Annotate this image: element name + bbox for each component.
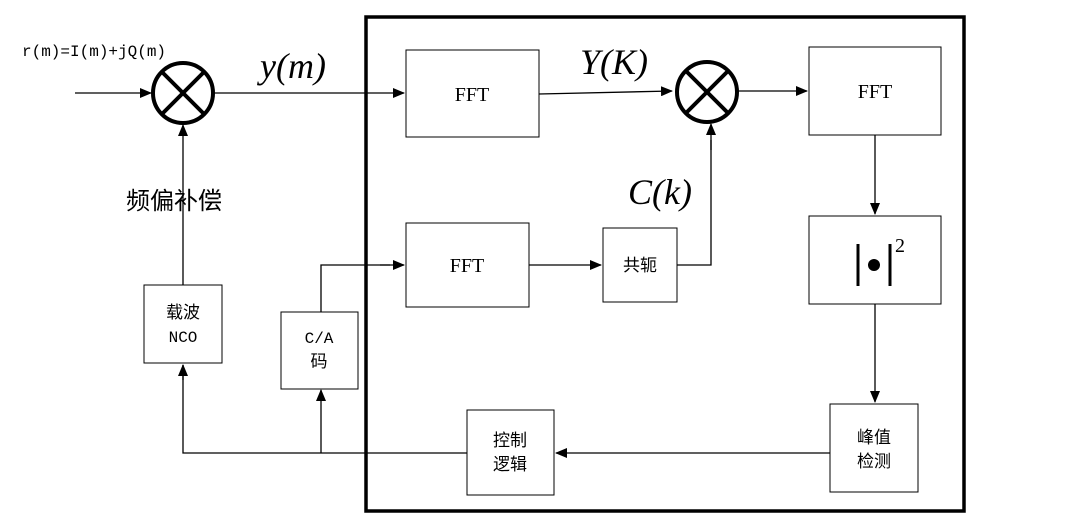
signal-Y-label: Y(K)	[580, 42, 648, 82]
fft-block-3-label: FFT	[858, 81, 892, 103]
processing-frame	[364, 15, 966, 513]
signal-y-label: y(m)	[257, 46, 326, 86]
abs-square-symbol: 2	[856, 235, 905, 286]
fft-block-1	[405, 49, 540, 138]
peak-detect-line2: 检测	[857, 452, 891, 472]
ca-code-line1: C/A	[305, 330, 334, 348]
fft1-to-mixer2-arrow	[538, 86, 673, 97]
conjugate-block	[602, 227, 678, 303]
control-feedback-line	[182, 365, 467, 454]
input-label: r(m)=I(m)+jQ(m)	[22, 43, 166, 61]
peak-detect-line1: 峰值	[857, 428, 891, 448]
mixer-2	[675, 60, 739, 124]
mixer-1	[151, 61, 215, 125]
peak-detect-block	[829, 403, 919, 493]
fft-block-1-label: FFT	[455, 84, 489, 106]
signal-C-label: C(k)	[628, 172, 692, 212]
freq-compensation-label: 频偏补偿	[126, 187, 222, 215]
ca-to-fft2-line	[320, 264, 390, 312]
abs-square-exponent: 2	[895, 235, 905, 257]
ca-code-block	[280, 311, 359, 390]
control-logic-block	[466, 409, 555, 496]
carrier-nco-block	[143, 284, 223, 364]
fft-block-2	[405, 222, 530, 308]
carrier-nco-line2: NCO	[169, 329, 198, 347]
ca-code-line2: 码	[311, 352, 328, 372]
carrier-nco-line1: 载波	[166, 303, 200, 323]
control-logic-line2: 逻辑	[493, 455, 527, 475]
conj-to-mixer2-line	[677, 140, 712, 266]
control-logic-line1: 控制	[493, 431, 527, 451]
fft-block-2-label: FFT	[450, 255, 484, 277]
conjugate-label: 共轭	[623, 256, 657, 276]
